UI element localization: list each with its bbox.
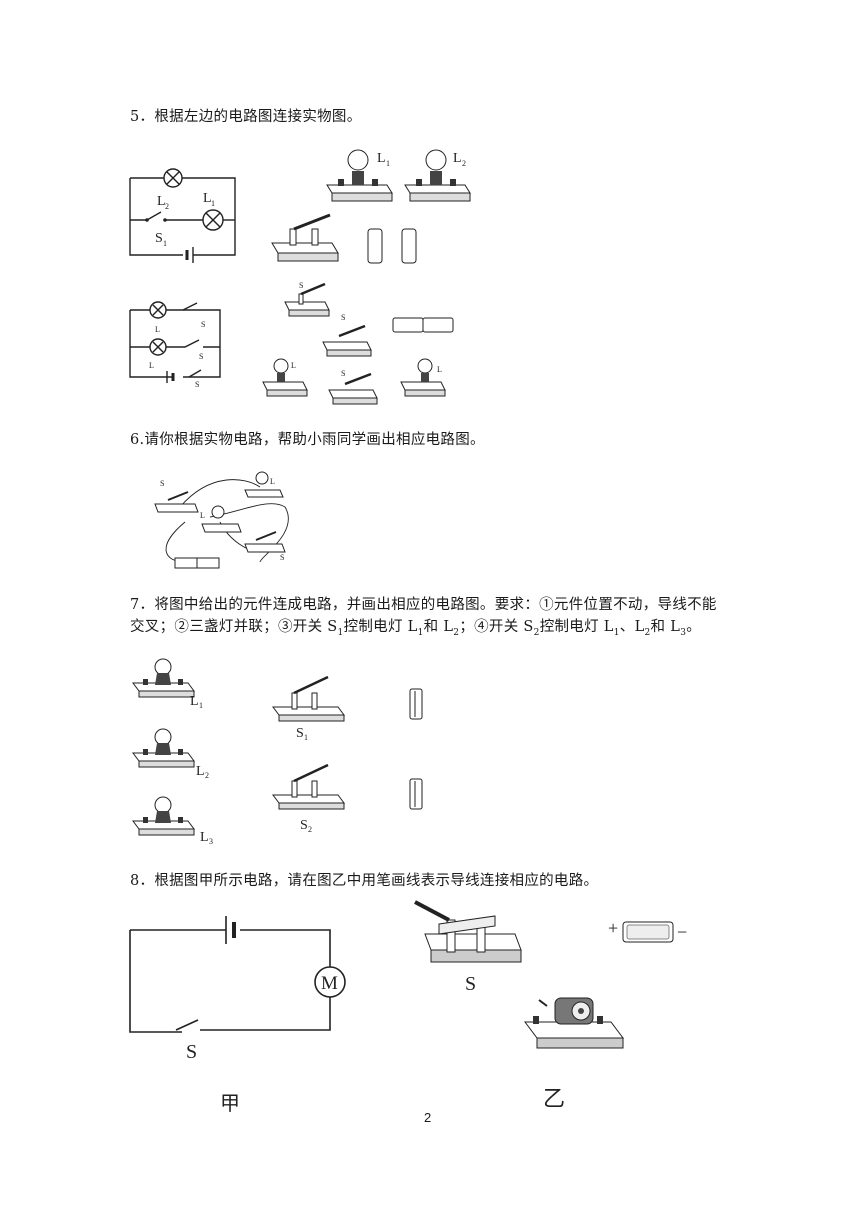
q8-circuit-diagram-jia: M S 甲 xyxy=(129,916,346,1115)
svg-text:2: 2 xyxy=(462,159,466,168)
svg-text:1: 1 xyxy=(199,701,203,710)
svg-text:S: S xyxy=(299,281,303,290)
svg-text:L: L xyxy=(453,151,462,166)
svg-text:2: 2 xyxy=(308,825,312,834)
svg-text:L: L xyxy=(200,830,209,845)
svg-text:S: S xyxy=(300,818,308,833)
svg-text:L: L xyxy=(291,361,296,370)
svg-text:L: L xyxy=(200,511,205,520)
svg-text:S: S xyxy=(465,973,476,995)
svg-text:L: L xyxy=(203,191,212,206)
battery-q8: + − xyxy=(608,918,687,943)
switch-s1-part: S xyxy=(244,531,286,562)
question-7-line-2: 交叉；②三盏灯并联；③开关 S1控制电灯 L1和 L2；④开关 S2控制电灯 L… xyxy=(130,619,702,638)
switch-s-board-q8: S xyxy=(414,900,522,995)
svg-text:M: M xyxy=(321,973,338,994)
svg-text:S: S xyxy=(195,380,199,389)
motor-symbol: M xyxy=(314,966,346,998)
q6-physical-circuit: S L L S xyxy=(154,471,289,569)
question-6-text: 6.请你根据实物电路，帮助小雨同学画出相应电路图。 xyxy=(130,432,485,448)
svg-text:L: L xyxy=(437,365,442,374)
q8-physical-yi: S + − 乙 xyxy=(414,900,687,1111)
svg-text:L: L xyxy=(196,764,205,779)
battery-part xyxy=(174,557,220,569)
svg-text:乙: 乙 xyxy=(543,1086,565,1111)
switch-s1-board-2: S xyxy=(322,313,372,357)
battery-cells xyxy=(367,228,417,264)
switch-s2-part: S xyxy=(154,479,199,513)
lamp-l1-board-2: L xyxy=(262,358,308,397)
lamp-l1-symbol xyxy=(202,209,224,231)
lamp-l2-part: L xyxy=(244,471,284,498)
svg-text:1: 1 xyxy=(163,239,167,248)
svg-text:L: L xyxy=(190,694,199,709)
lamp-l2-board-2: L xyxy=(400,358,446,397)
svg-text:S: S xyxy=(280,553,284,562)
question-7-line-1: 7．将图中给出的元件连成电路，并画出相应的电路图。要求：①元件位置不动，导线不能 xyxy=(130,597,717,613)
svg-text:1: 1 xyxy=(211,199,215,208)
battery-pack xyxy=(392,317,454,333)
q5-circuit-diagram-2: L L S S S xyxy=(129,301,221,389)
svg-text:S: S xyxy=(155,231,163,246)
svg-text:+: + xyxy=(608,918,618,938)
svg-text:2: 2 xyxy=(165,202,169,211)
svg-text:S: S xyxy=(201,320,205,329)
svg-text:甲: 甲 xyxy=(220,1093,240,1115)
svg-text:1: 1 xyxy=(386,159,390,168)
motor-board-q8: 乙 xyxy=(524,997,624,1111)
svg-text:S: S xyxy=(341,313,345,322)
switch-s2-board: S xyxy=(328,369,378,405)
svg-text:S: S xyxy=(160,479,164,488)
lamp-l2-symbol xyxy=(163,168,183,188)
svg-text:L: L xyxy=(155,325,160,334)
svg-text:S: S xyxy=(296,726,304,741)
battery-cell-2-q7 xyxy=(409,778,423,810)
svg-text:1: 1 xyxy=(304,733,308,742)
page-number: 2 xyxy=(424,1110,432,1125)
question-8-text: 8．根据图甲所示电路，请在图乙中用笔画线表示导线连接相应的电路。 xyxy=(130,873,599,889)
battery-cell-1-q7 xyxy=(409,688,423,720)
switch-s-board: S xyxy=(284,281,330,317)
svg-text:S: S xyxy=(186,1041,197,1063)
svg-text:L: L xyxy=(270,477,275,486)
svg-text:S: S xyxy=(199,352,203,361)
lamp-l1-symbol-2 xyxy=(149,301,167,319)
svg-text:L: L xyxy=(157,194,166,209)
question-5-text: 5．根据左边的电路图连接实物图。 xyxy=(130,109,362,125)
svg-text:S: S xyxy=(341,369,345,378)
lamp-l1-part: L xyxy=(200,505,242,533)
lamp-l2-symbol-2 xyxy=(149,338,167,356)
svg-text:2: 2 xyxy=(205,771,209,780)
svg-text:L: L xyxy=(377,151,386,166)
switch-s1-board xyxy=(271,213,339,262)
svg-text:3: 3 xyxy=(209,837,213,846)
svg-text:L: L xyxy=(149,361,154,370)
q5-physical-components-2: S S L S L xyxy=(262,281,454,405)
svg-text:−: − xyxy=(677,922,687,942)
